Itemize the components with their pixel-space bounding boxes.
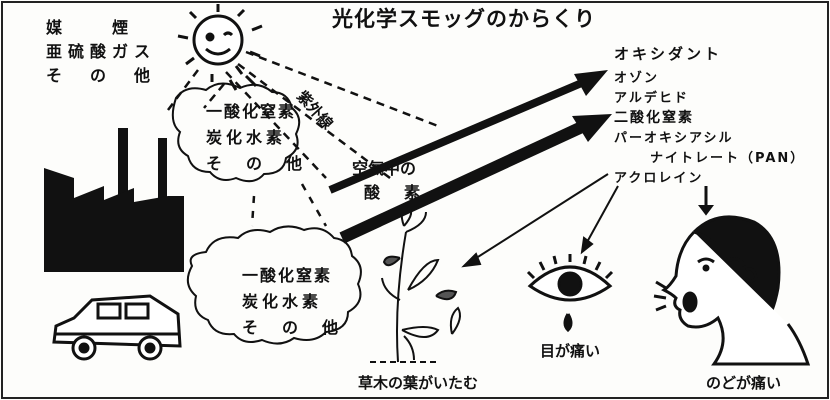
oxidant-item: パーオキシアシル xyxy=(614,131,734,146)
plant-damage-caption: 草木の葉がいたむ xyxy=(358,374,479,392)
ultraviolet-rays xyxy=(167,50,439,179)
factory-cloud xyxy=(171,82,301,183)
factory-emission-line-1: 一酸化窒素 xyxy=(206,102,297,121)
oxygen-label-line-2: 酸 素 xyxy=(364,183,425,202)
throat-pain-caption: のどが痛い xyxy=(706,374,782,392)
car-exhaust-cloud xyxy=(186,225,362,345)
sun-icon xyxy=(177,4,263,91)
oxidant-arrow-upper xyxy=(328,70,608,194)
oxidant-item: ナイトレート（PAN） xyxy=(650,151,806,166)
oxidant-item: オゾン xyxy=(614,71,660,86)
oxidant-item: 二酸化窒素 xyxy=(614,110,694,126)
factory-icon xyxy=(44,128,184,272)
oxygen-label-line-1: 空気中の xyxy=(352,159,417,178)
factory-emission-line-2: 炭化水素 xyxy=(206,128,287,147)
factory-emission-line-3: そ の 他 xyxy=(206,154,307,173)
eye-pain-caption: 目が痛い xyxy=(540,342,601,360)
oxidant-heading: オキシダント xyxy=(614,45,723,63)
plant-icon xyxy=(370,204,461,363)
sources-line-2: 亜硫酸ガス xyxy=(46,42,157,61)
page-title: 光化学スモッグのからくり xyxy=(332,7,596,31)
eye-icon xyxy=(526,254,614,333)
sources-line-3: そ の 他 xyxy=(46,66,157,85)
sources-line-1: 媒 煙 xyxy=(46,18,135,37)
car-emission-line-1: 一酸化窒素 xyxy=(242,266,333,285)
person-icon xyxy=(653,215,811,366)
oxidant-item: アクロレイン xyxy=(614,171,704,186)
oxidant-item: アルデヒド xyxy=(614,91,689,106)
car-emission-line-3: そ の 他 xyxy=(242,318,343,337)
oxidant-arrow-lower xyxy=(339,114,612,244)
car-icon xyxy=(52,294,182,361)
car-emission-line-2: 炭化水素 xyxy=(242,292,323,311)
